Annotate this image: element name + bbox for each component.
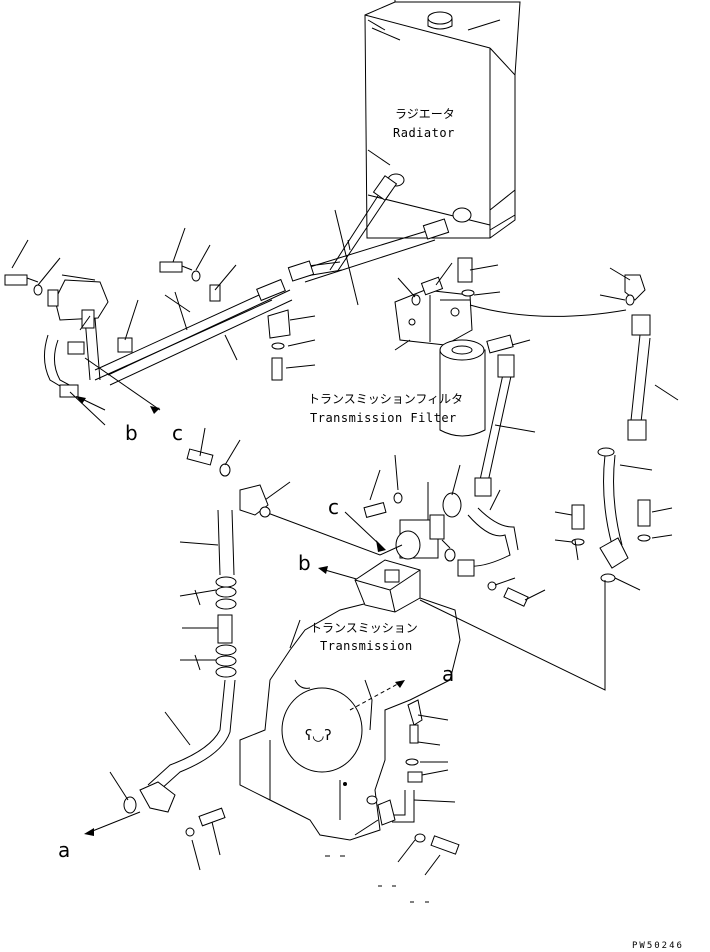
filter-label-jp: トランスミッションフィルタ (308, 392, 463, 406)
radiator-label-jp: ラジエータ (395, 107, 455, 121)
connector-c-left: c (172, 421, 183, 445)
connector-b-left: b (125, 421, 138, 445)
filter-bracket (394, 289, 473, 346)
connector-a-right: a (442, 662, 454, 686)
transmission-filter (439, 339, 486, 437)
filter-hose (474, 354, 515, 497)
transmission-label-en: Transmission (320, 639, 413, 653)
transmission-label-jp: トランスミッション (310, 621, 418, 635)
radiator-hose-upper (291, 175, 398, 279)
valve-pipe (457, 507, 519, 577)
radiator-hose-lower (287, 218, 450, 283)
filter-bolts (411, 257, 514, 354)
radiator-label-en: Radiator (393, 126, 455, 140)
radiator (364, 0, 521, 239)
drawing-code: PW50246 (632, 941, 684, 951)
leader-hose (334, 209, 359, 306)
left-vertical-pipe (123, 448, 271, 837)
center-valve (363, 492, 462, 562)
left-bolts (4, 261, 291, 381)
connector-b-center: b (298, 551, 311, 575)
breather-assembly (377, 699, 460, 855)
connector-a-bottom: a (58, 838, 70, 862)
route-line-right (419, 580, 606, 691)
filter-label-en: Transmission Filter (310, 411, 457, 425)
right-bolts (571, 499, 651, 546)
transmission-housing: ʕ◡ʔ (239, 597, 461, 841)
housing-mark: ʕ◡ʔ (305, 728, 332, 744)
control-valve-block (354, 559, 421, 613)
connector-c-center: c (328, 495, 339, 519)
